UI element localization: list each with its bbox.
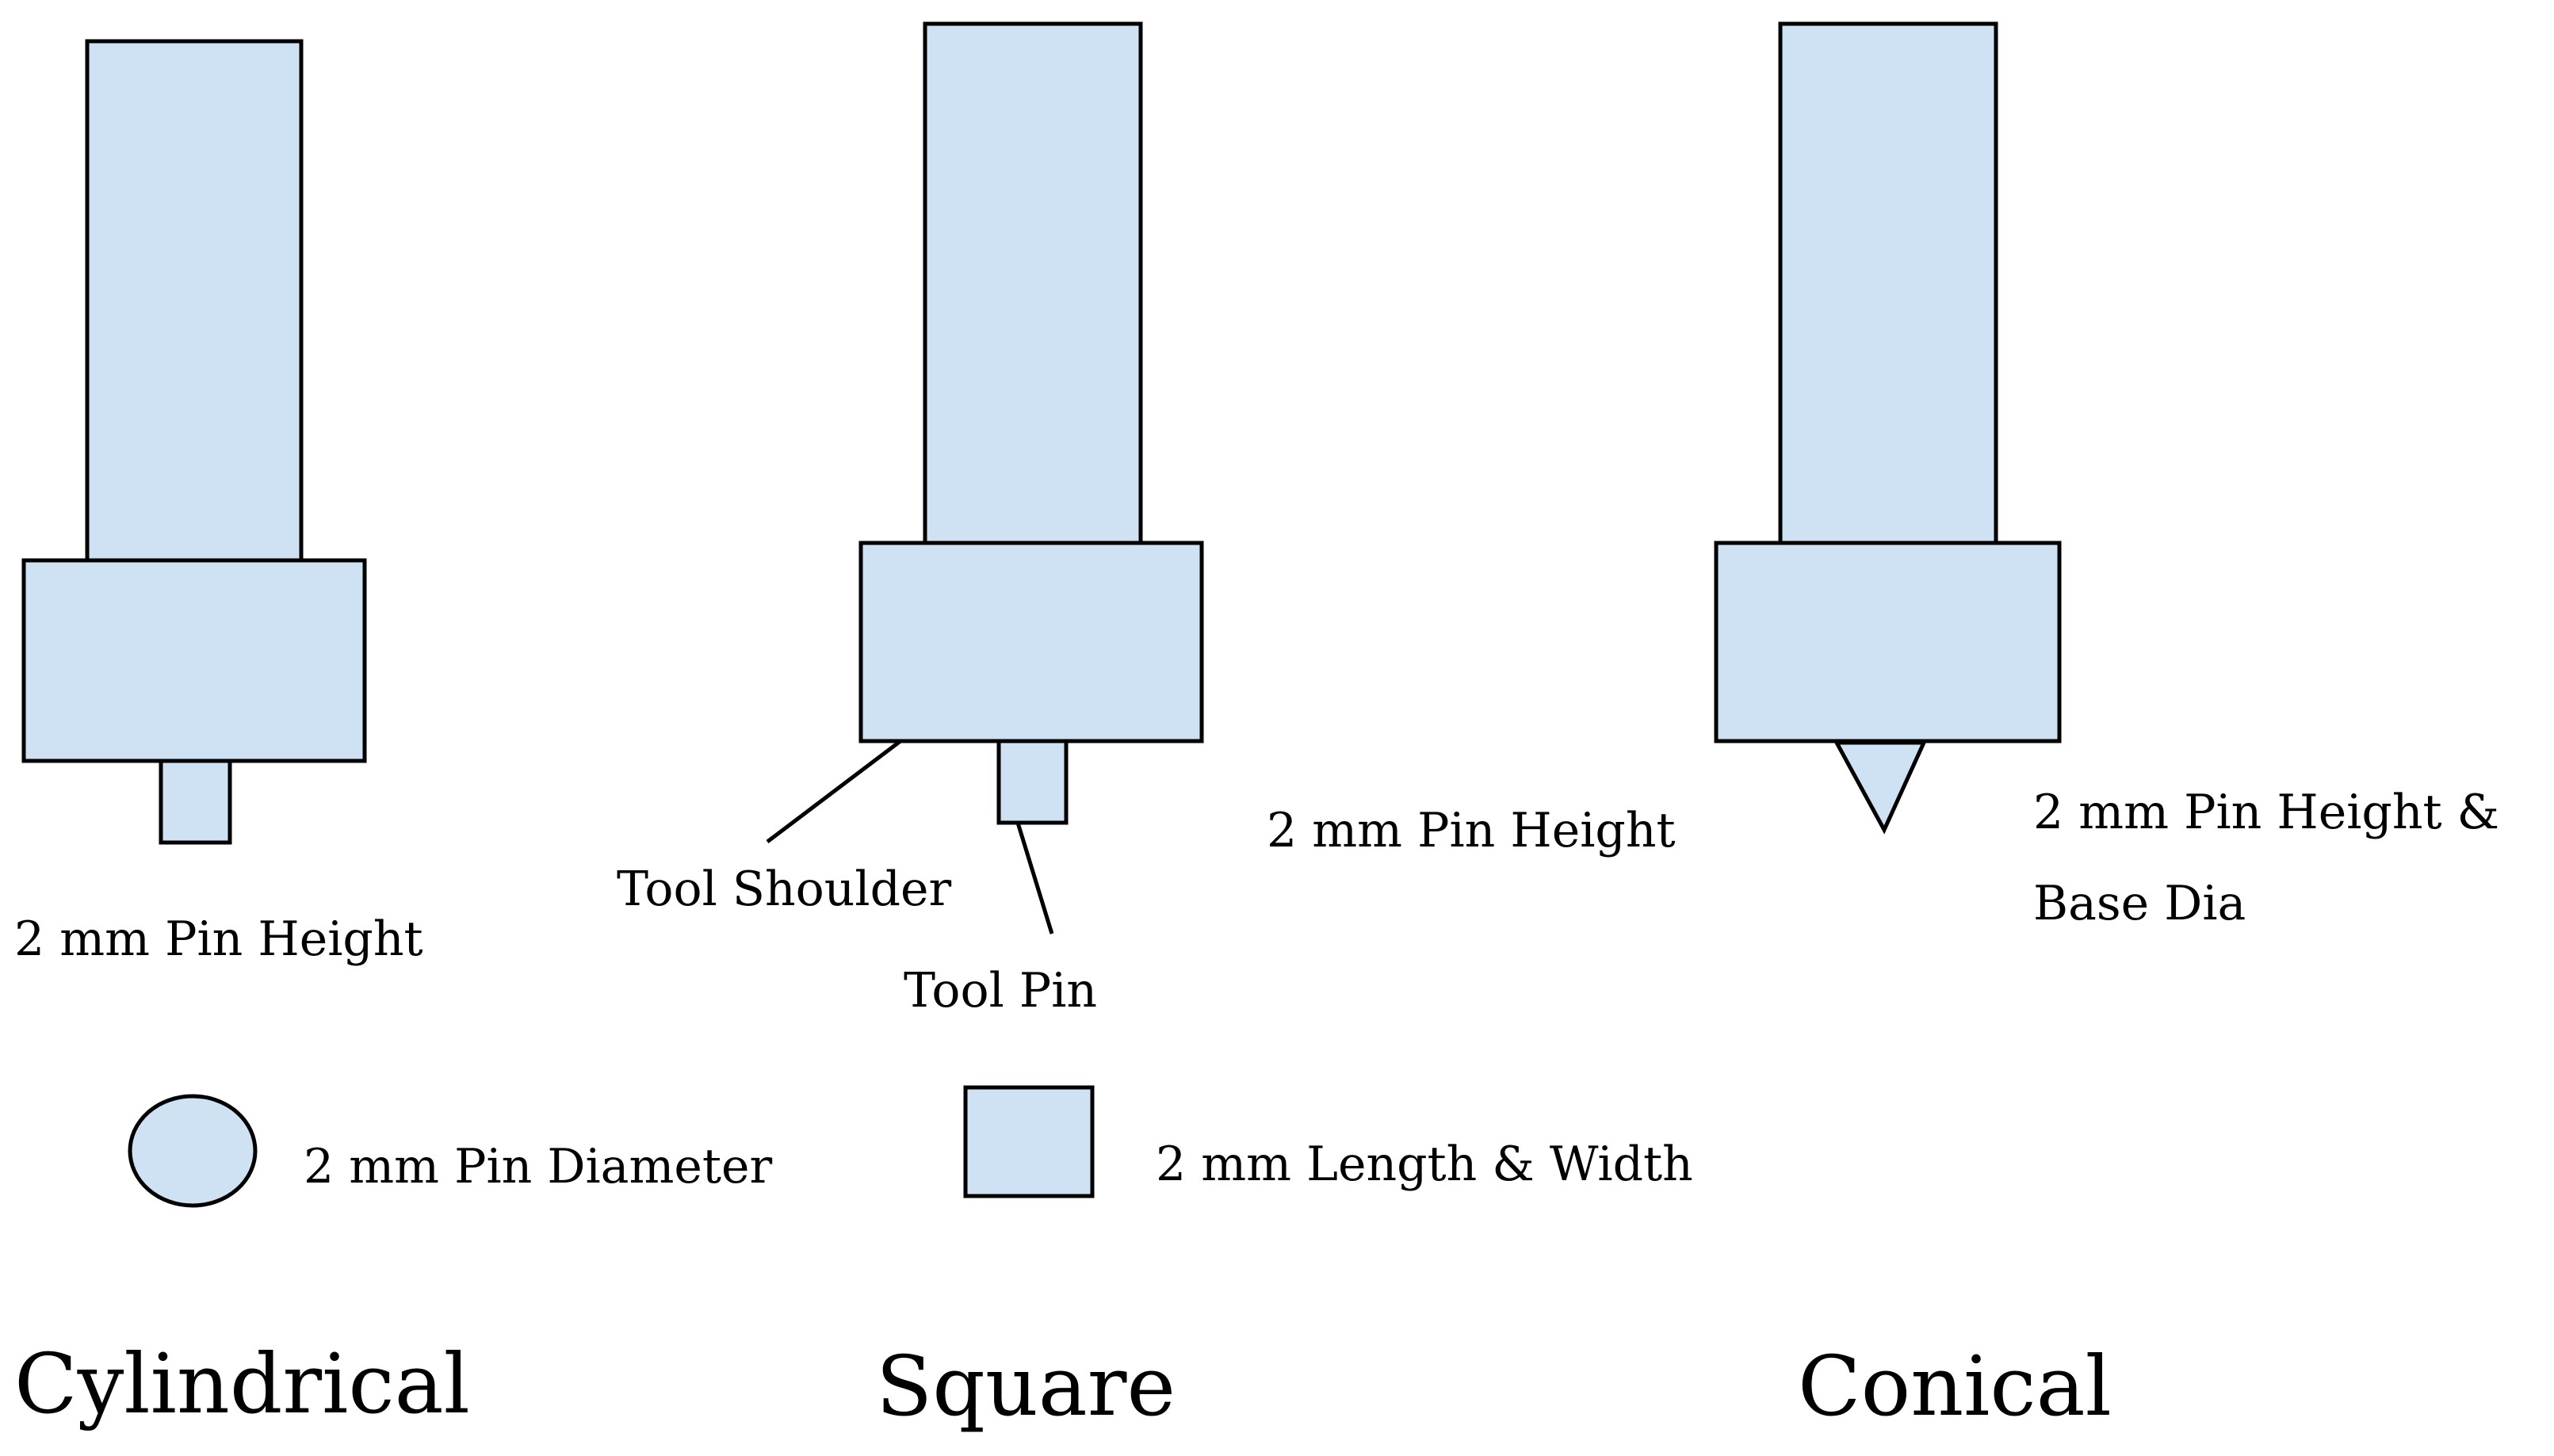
- square-tool: [766, 21, 1204, 934]
- square-tool-title: Square: [876, 1338, 1176, 1435]
- cylindrical-pin-height-label: 2 mm Pin Height: [14, 911, 423, 967]
- cylindrical-pin-diameter-label: 2 mm Pin Diameter: [304, 1139, 772, 1194]
- conical-tool-title: Conical: [1798, 1338, 2112, 1435]
- tool-pin-leader-line: [1015, 822, 1054, 934]
- cylindrical-tool-shank: [85, 39, 304, 563]
- conical-pin-label-line-2: Base Dia: [2033, 876, 2246, 931]
- tool-shoulder-callout: Tool Shoulder: [617, 862, 951, 917]
- square-pin-cross-section-square: [963, 1085, 1095, 1198]
- conical-tool: [1714, 21, 2062, 835]
- conical-tool-shoulder: [1714, 541, 2062, 743]
- square-tool-shank: [923, 21, 1143, 545]
- square-pin-height-label: 2 mm Pin Height: [1267, 803, 1676, 858]
- conical-tool-shank: [1778, 21, 1998, 545]
- square-tool-shoulder: [858, 541, 1204, 743]
- cylindrical-tool-shoulder: [21, 558, 367, 763]
- cylindrical-tool-pin: [159, 759, 232, 845]
- cylindrical-tool-title: Cylindrical: [14, 1336, 470, 1432]
- square-tool-pin: [996, 739, 1069, 825]
- conical-tool-pin-cone: [1833, 740, 1927, 835]
- tool-pin-callout: Tool Pin: [904, 963, 1097, 1018]
- square-pin-length-width-label: 2 mm Length & Width: [1156, 1137, 1693, 1192]
- tool-shoulder-leader-line: [766, 739, 902, 843]
- cylindrical-tool: [21, 39, 367, 845]
- cylindrical-pin-cross-section-circle: [128, 1094, 258, 1208]
- conical-pin-label-line-1: 2 mm Pin Height &: [2033, 785, 2499, 840]
